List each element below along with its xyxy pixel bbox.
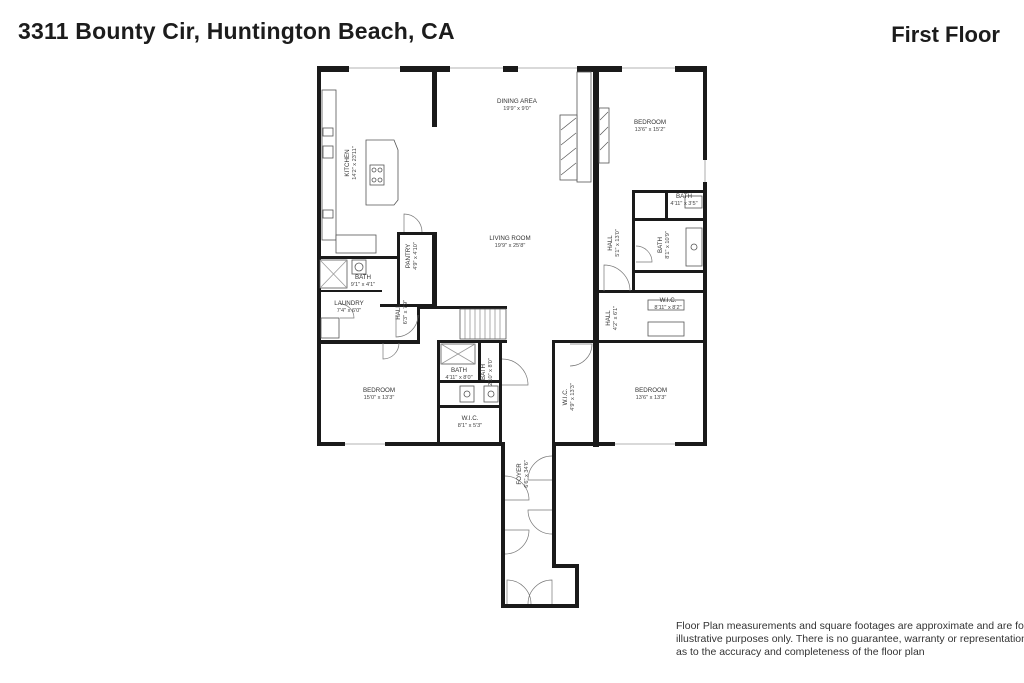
interior-walls bbox=[317, 72, 704, 447]
svg-text:DINING AREA: DINING AREA bbox=[497, 98, 538, 105]
svg-text:BATH: BATH bbox=[451, 367, 467, 374]
svg-text:W.I.C.: W.I.C. bbox=[462, 415, 479, 422]
svg-text:4'9" x 13'3": 4'9" x 13'3" bbox=[570, 383, 576, 411]
svg-text:7'4" x 6'0": 7'4" x 6'0" bbox=[337, 308, 361, 314]
svg-text:HALL: HALL bbox=[605, 310, 612, 326]
room-label-bath-s: BATH 4'11" x 8'0" bbox=[445, 367, 472, 381]
floor-label: First Floor bbox=[891, 22, 1000, 47]
svg-text:14'2" x 23'11": 14'2" x 23'11" bbox=[352, 146, 358, 179]
svg-text:6'3" x 7'9": 6'3" x 7'9" bbox=[403, 300, 409, 324]
svg-text:4'11" x 3'5": 4'11" x 3'5" bbox=[670, 201, 697, 207]
svg-text:13'6" x 15'2": 13'6" x 15'2" bbox=[635, 127, 666, 133]
svg-text:5'1" x 13'0": 5'1" x 13'0" bbox=[615, 229, 621, 257]
room-label-bath-s2: BATH 2'10" x 8'0" bbox=[480, 358, 494, 386]
svg-text:2'10" x 8'0": 2'10" x 8'0" bbox=[488, 358, 494, 386]
svg-text:8'1" x 5'3": 8'1" x 5'3" bbox=[458, 423, 482, 429]
dining-divider bbox=[559, 71, 610, 183]
bath-fixtures bbox=[319, 195, 703, 403]
svg-text:8'11" x 8'2": 8'11" x 8'2" bbox=[654, 305, 681, 311]
room-label-kitchen: KITCHEN 14'2" x 23'11" bbox=[344, 146, 358, 179]
disclaimer-line: Floor Plan measurements and square foota… bbox=[676, 620, 1024, 632]
stairs bbox=[459, 308, 507, 340]
svg-text:4'9" x 4'10": 4'9" x 4'10" bbox=[413, 242, 419, 270]
svg-text:BEDROOM: BEDROOM bbox=[363, 387, 395, 394]
room-label-wic-sw: W.I.C. 8'1" x 5'3" bbox=[458, 415, 482, 429]
svg-text:BEDROOM: BEDROOM bbox=[634, 119, 666, 126]
room-label-foyer: FOYER 6'6" x 34'6" bbox=[516, 460, 530, 488]
room-label-hall-se: HALL 4'2" x 6'1" bbox=[605, 306, 619, 330]
svg-text:4'2" x 6'1": 4'2" x 6'1" bbox=[613, 306, 619, 330]
svg-text:HALL: HALL bbox=[395, 304, 402, 320]
doors bbox=[339, 213, 653, 605]
room-label-bedroom-ne: BEDROOM 13'6" x 15'2" bbox=[634, 119, 666, 133]
svg-text:BATH: BATH bbox=[355, 274, 371, 281]
svg-text:LAUNDRY: LAUNDRY bbox=[334, 300, 363, 307]
room-label-pantry: PANTRY 4'9" x 4'10" bbox=[405, 242, 419, 270]
room-label-dining: DINING AREA 19'9" x 9'0" bbox=[497, 98, 538, 112]
svg-text:13'6" x 13'3": 13'6" x 13'3" bbox=[636, 395, 667, 401]
svg-text:6'6" x 34'6": 6'6" x 34'6" bbox=[524, 460, 530, 488]
room-label-hall-w: HALL 6'3" x 7'9" bbox=[395, 300, 409, 324]
svg-text:W.I.C.: W.I.C. bbox=[562, 388, 569, 405]
svg-text:19'9" x 9'0": 19'9" x 9'0" bbox=[503, 106, 531, 112]
property-address: 3311 Bounty Cir, Huntington Beach, CA bbox=[18, 18, 455, 44]
room-label-bedroom-se: BEDROOM 13'6" x 13'3" bbox=[635, 387, 667, 401]
disclaimer-line: as to the accuracy and completeness of t… bbox=[676, 646, 925, 658]
room-label-bath-ne: BATH 4'11" x 3'5" bbox=[670, 193, 697, 207]
svg-text:BATH: BATH bbox=[676, 193, 692, 200]
room-label-living: LIVING ROOM 19'9" x 25'8" bbox=[489, 235, 530, 249]
svg-text:HALL: HALL bbox=[607, 235, 614, 251]
svg-text:9'1" x 4'1": 9'1" x 4'1" bbox=[351, 282, 375, 288]
svg-text:15'0" x 13'3": 15'0" x 13'3" bbox=[364, 395, 395, 401]
svg-text:W.I.C.: W.I.C. bbox=[660, 297, 677, 304]
svg-text:KITCHEN: KITCHEN bbox=[344, 149, 351, 176]
svg-text:BEDROOM: BEDROOM bbox=[635, 387, 667, 394]
room-label-laundry: LAUNDRY 7'4" x 6'0" bbox=[334, 300, 363, 314]
kitchen-fixtures bbox=[321, 89, 399, 254]
room-label-bedroom-sw: BEDROOM 15'0" x 13'3" bbox=[363, 387, 395, 401]
room-label-hall-e: HALL 5'1" x 13'0" bbox=[607, 229, 621, 257]
svg-text:PANTRY: PANTRY bbox=[405, 244, 412, 269]
svg-text:LIVING ROOM: LIVING ROOM bbox=[489, 235, 530, 242]
room-label-bath-e: BATH 8'1" x 10'9" bbox=[657, 231, 671, 259]
svg-text:4'11" x 8'0": 4'11" x 8'0" bbox=[445, 375, 472, 381]
svg-text:FOYER: FOYER bbox=[516, 463, 523, 485]
room-label-wic-e: W.I.C. 8'11" x 8'2" bbox=[654, 297, 681, 311]
svg-text:8'1" x 10'9": 8'1" x 10'9" bbox=[665, 231, 671, 259]
room-label-bath-w: BATH 9'1" x 4'1" bbox=[351, 274, 375, 288]
disclaimer-line: illustrative purposes only. There is no … bbox=[676, 633, 1024, 645]
disclaimer-text: Floor Plan measurements and square foota… bbox=[676, 620, 1024, 659]
room-label-wic-s: W.I.C. 4'9" x 13'3" bbox=[562, 383, 576, 411]
svg-text:BATH: BATH bbox=[480, 364, 487, 380]
svg-text:BATH: BATH bbox=[657, 237, 664, 253]
svg-text:19'9" x 25'8": 19'9" x 25'8" bbox=[495, 243, 526, 249]
